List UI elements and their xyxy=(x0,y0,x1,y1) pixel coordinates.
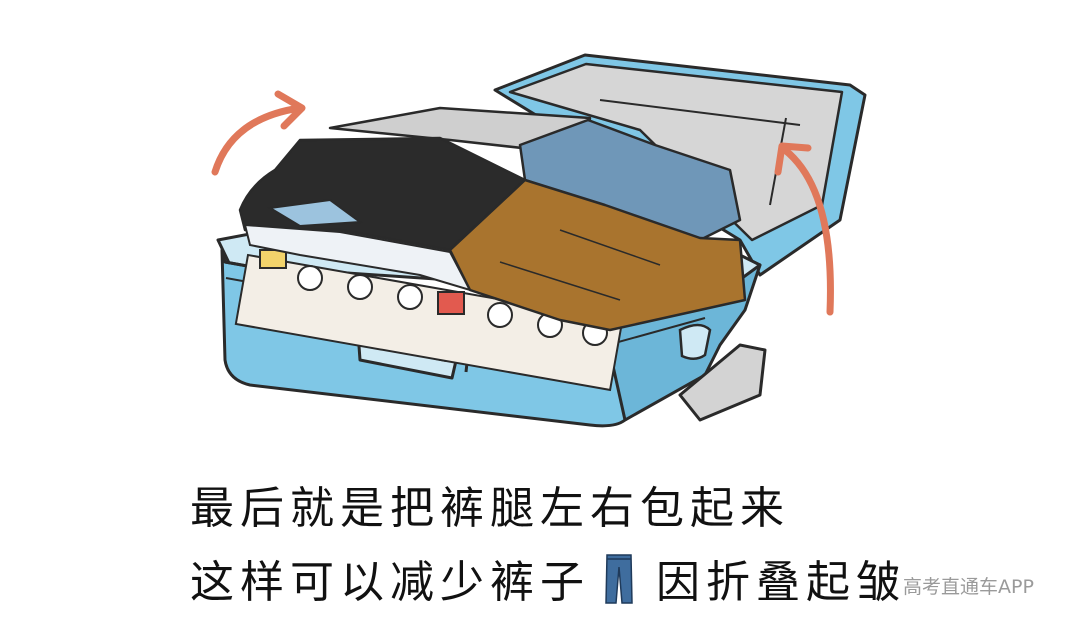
jeans-icon xyxy=(605,554,633,604)
curved-arrow-icon xyxy=(774,142,834,316)
curved-arrow-icon xyxy=(211,90,306,176)
caption-line-1: 最后就是把裤腿左右包起来 xyxy=(190,487,790,531)
caption-text: 因折叠起皱 xyxy=(656,557,906,608)
folded-clothes xyxy=(234,106,747,392)
caption-text: 最后就是把裤腿左右包起来 xyxy=(190,483,790,534)
caption-line-2: 这样可以减少裤子 因折叠起皱 xyxy=(190,553,906,605)
watermark: 高考直通车APP xyxy=(903,576,1034,598)
caption-text: 这样可以减少裤子 xyxy=(190,557,590,608)
